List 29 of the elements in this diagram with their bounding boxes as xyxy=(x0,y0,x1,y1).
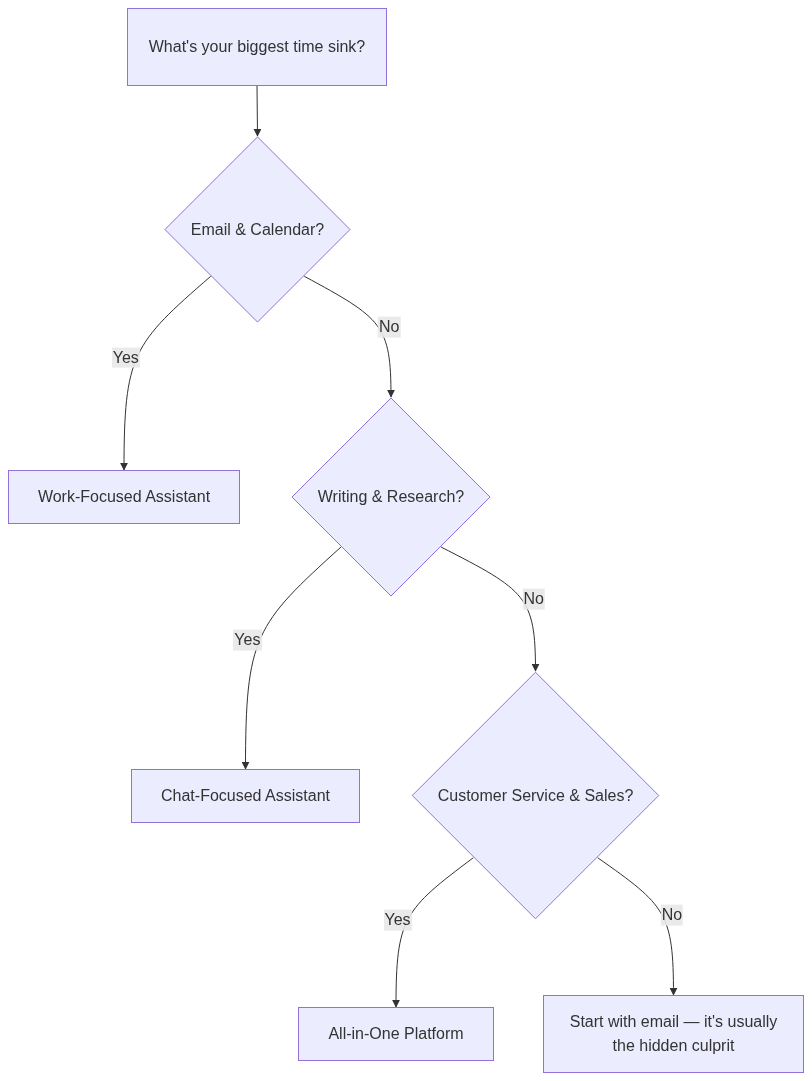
edge-label: No xyxy=(522,588,545,610)
process-box xyxy=(127,8,387,86)
decision-diamond xyxy=(164,136,351,323)
arrow xyxy=(303,275,395,398)
edge-label: Yes xyxy=(383,910,412,931)
arrow xyxy=(120,275,212,471)
process-box xyxy=(298,1007,494,1061)
edge-label: No xyxy=(378,316,401,338)
process-box xyxy=(131,769,360,823)
node-text: Customer Service & Sales? xyxy=(437,785,634,806)
node-text: Start with email — it's usually the hidden culprit xyxy=(568,1012,779,1056)
arrow xyxy=(241,546,342,770)
node-text: Writing & Research? xyxy=(317,487,465,507)
node-text: Work-Focused Assistant xyxy=(37,487,211,507)
edge-label: Yes xyxy=(111,347,140,368)
node-text: All-in-One Platform xyxy=(328,1024,464,1044)
arrow xyxy=(253,85,262,137)
node-text: What's your biggest time sink? xyxy=(148,37,366,57)
arrow xyxy=(392,857,474,1008)
node-text: Chat-Focused Assistant xyxy=(161,786,330,806)
process-box xyxy=(543,995,804,1073)
node-text: Email & Calendar? xyxy=(190,219,325,240)
arrow xyxy=(440,546,540,672)
decision-diamond xyxy=(291,397,491,597)
arrow xyxy=(597,857,678,996)
process-box xyxy=(8,470,240,524)
edge-label: Yes xyxy=(233,629,262,651)
decision-diamond xyxy=(411,671,660,920)
edge-label: No xyxy=(660,905,684,926)
